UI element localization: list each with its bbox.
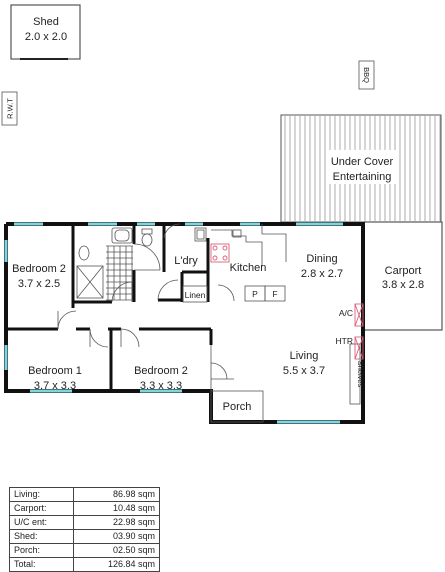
ac-label: A/C [339, 308, 353, 318]
undercover-line1: Under Cover [331, 156, 394, 168]
dining-size: 2.8 x 2.7 [301, 268, 343, 280]
carport-name: Carport [385, 265, 422, 277]
area-label: Porch: [8, 543, 75, 558]
porch-label: Porch [223, 401, 252, 413]
bedroom2-bottom-size: 3.3 x 3.3 [140, 380, 182, 392]
shelves-label: Shelves [356, 361, 365, 388]
area-label: Carport: [8, 501, 75, 516]
room-labels: Bedroom 2 3.7 x 2.5 Bedroom 1 3.7 x 3.3 … [12, 253, 365, 413]
htr-label: HTR [336, 336, 353, 346]
undercover-line2: Entertaining [333, 171, 392, 183]
windows [4, 222, 343, 424]
area-value: 22.98 sqm [73, 515, 160, 530]
carport-size: 3.8 x 2.8 [382, 279, 424, 291]
bedroom2-bottom-name: Bedroom 2 [134, 365, 188, 377]
area-label: U/C ent: [8, 515, 75, 530]
fixtures [57, 223, 361, 423]
area-label: Living: [8, 487, 75, 502]
area-value: 02.50 sqm [73, 543, 160, 558]
area-value: 126.84 sqm [73, 557, 160, 572]
living-size: 5.5 x 3.7 [283, 365, 325, 377]
shed-size: 2.0 x 2.0 [25, 31, 67, 43]
bedroom2-top-size: 3.7 x 2.5 [18, 278, 60, 290]
linen-label: Linen [185, 290, 206, 300]
undercover-entertaining: Under Cover Entertaining [280, 114, 442, 223]
area-row: U/C ent:22.98 sqm [8, 515, 160, 530]
dining-name: Dining [306, 253, 337, 265]
area-value: 03.90 sqm [73, 529, 160, 544]
fridge-f-label: F [272, 289, 277, 299]
area-value: 86.98 sqm [73, 487, 160, 502]
area-row: Total:126.84 sqm [8, 557, 160, 572]
area-row: Living:86.98 sqm [8, 487, 160, 502]
shed: Shed 2.0 x 2.0 [10, 4, 81, 60]
laundry-label: L'dry [174, 255, 198, 267]
rwt-label: R.W.T [6, 98, 15, 119]
area-row: Carport:10.48 sqm [8, 501, 160, 516]
bedroom1-size: 3.7 x 3.3 [34, 380, 76, 392]
shed-name: Shed [33, 16, 59, 28]
area-label: Shed: [8, 529, 75, 544]
bedroom2-top-name: Bedroom 2 [12, 263, 66, 275]
area-row: Shed:03.90 sqm [8, 529, 160, 544]
appliances [210, 243, 364, 360]
area-value: 10.48 sqm [73, 501, 160, 516]
bedroom1-name: Bedroom 1 [28, 365, 82, 377]
area-row: Porch:02.50 sqm [8, 543, 160, 558]
rainwater-tank: R.W.T [1, 91, 18, 126]
bbq: BBQ [358, 60, 375, 90]
kitchen-label: Kitchen [230, 262, 267, 274]
bbq-label: BBQ [362, 67, 371, 83]
interior-walls [6, 224, 213, 391]
carport: Carport 3.8 x 2.8 [363, 221, 443, 331]
area-label: Total: [8, 557, 75, 572]
fridge-p-label: P [252, 289, 258, 299]
living-name: Living [290, 350, 319, 362]
